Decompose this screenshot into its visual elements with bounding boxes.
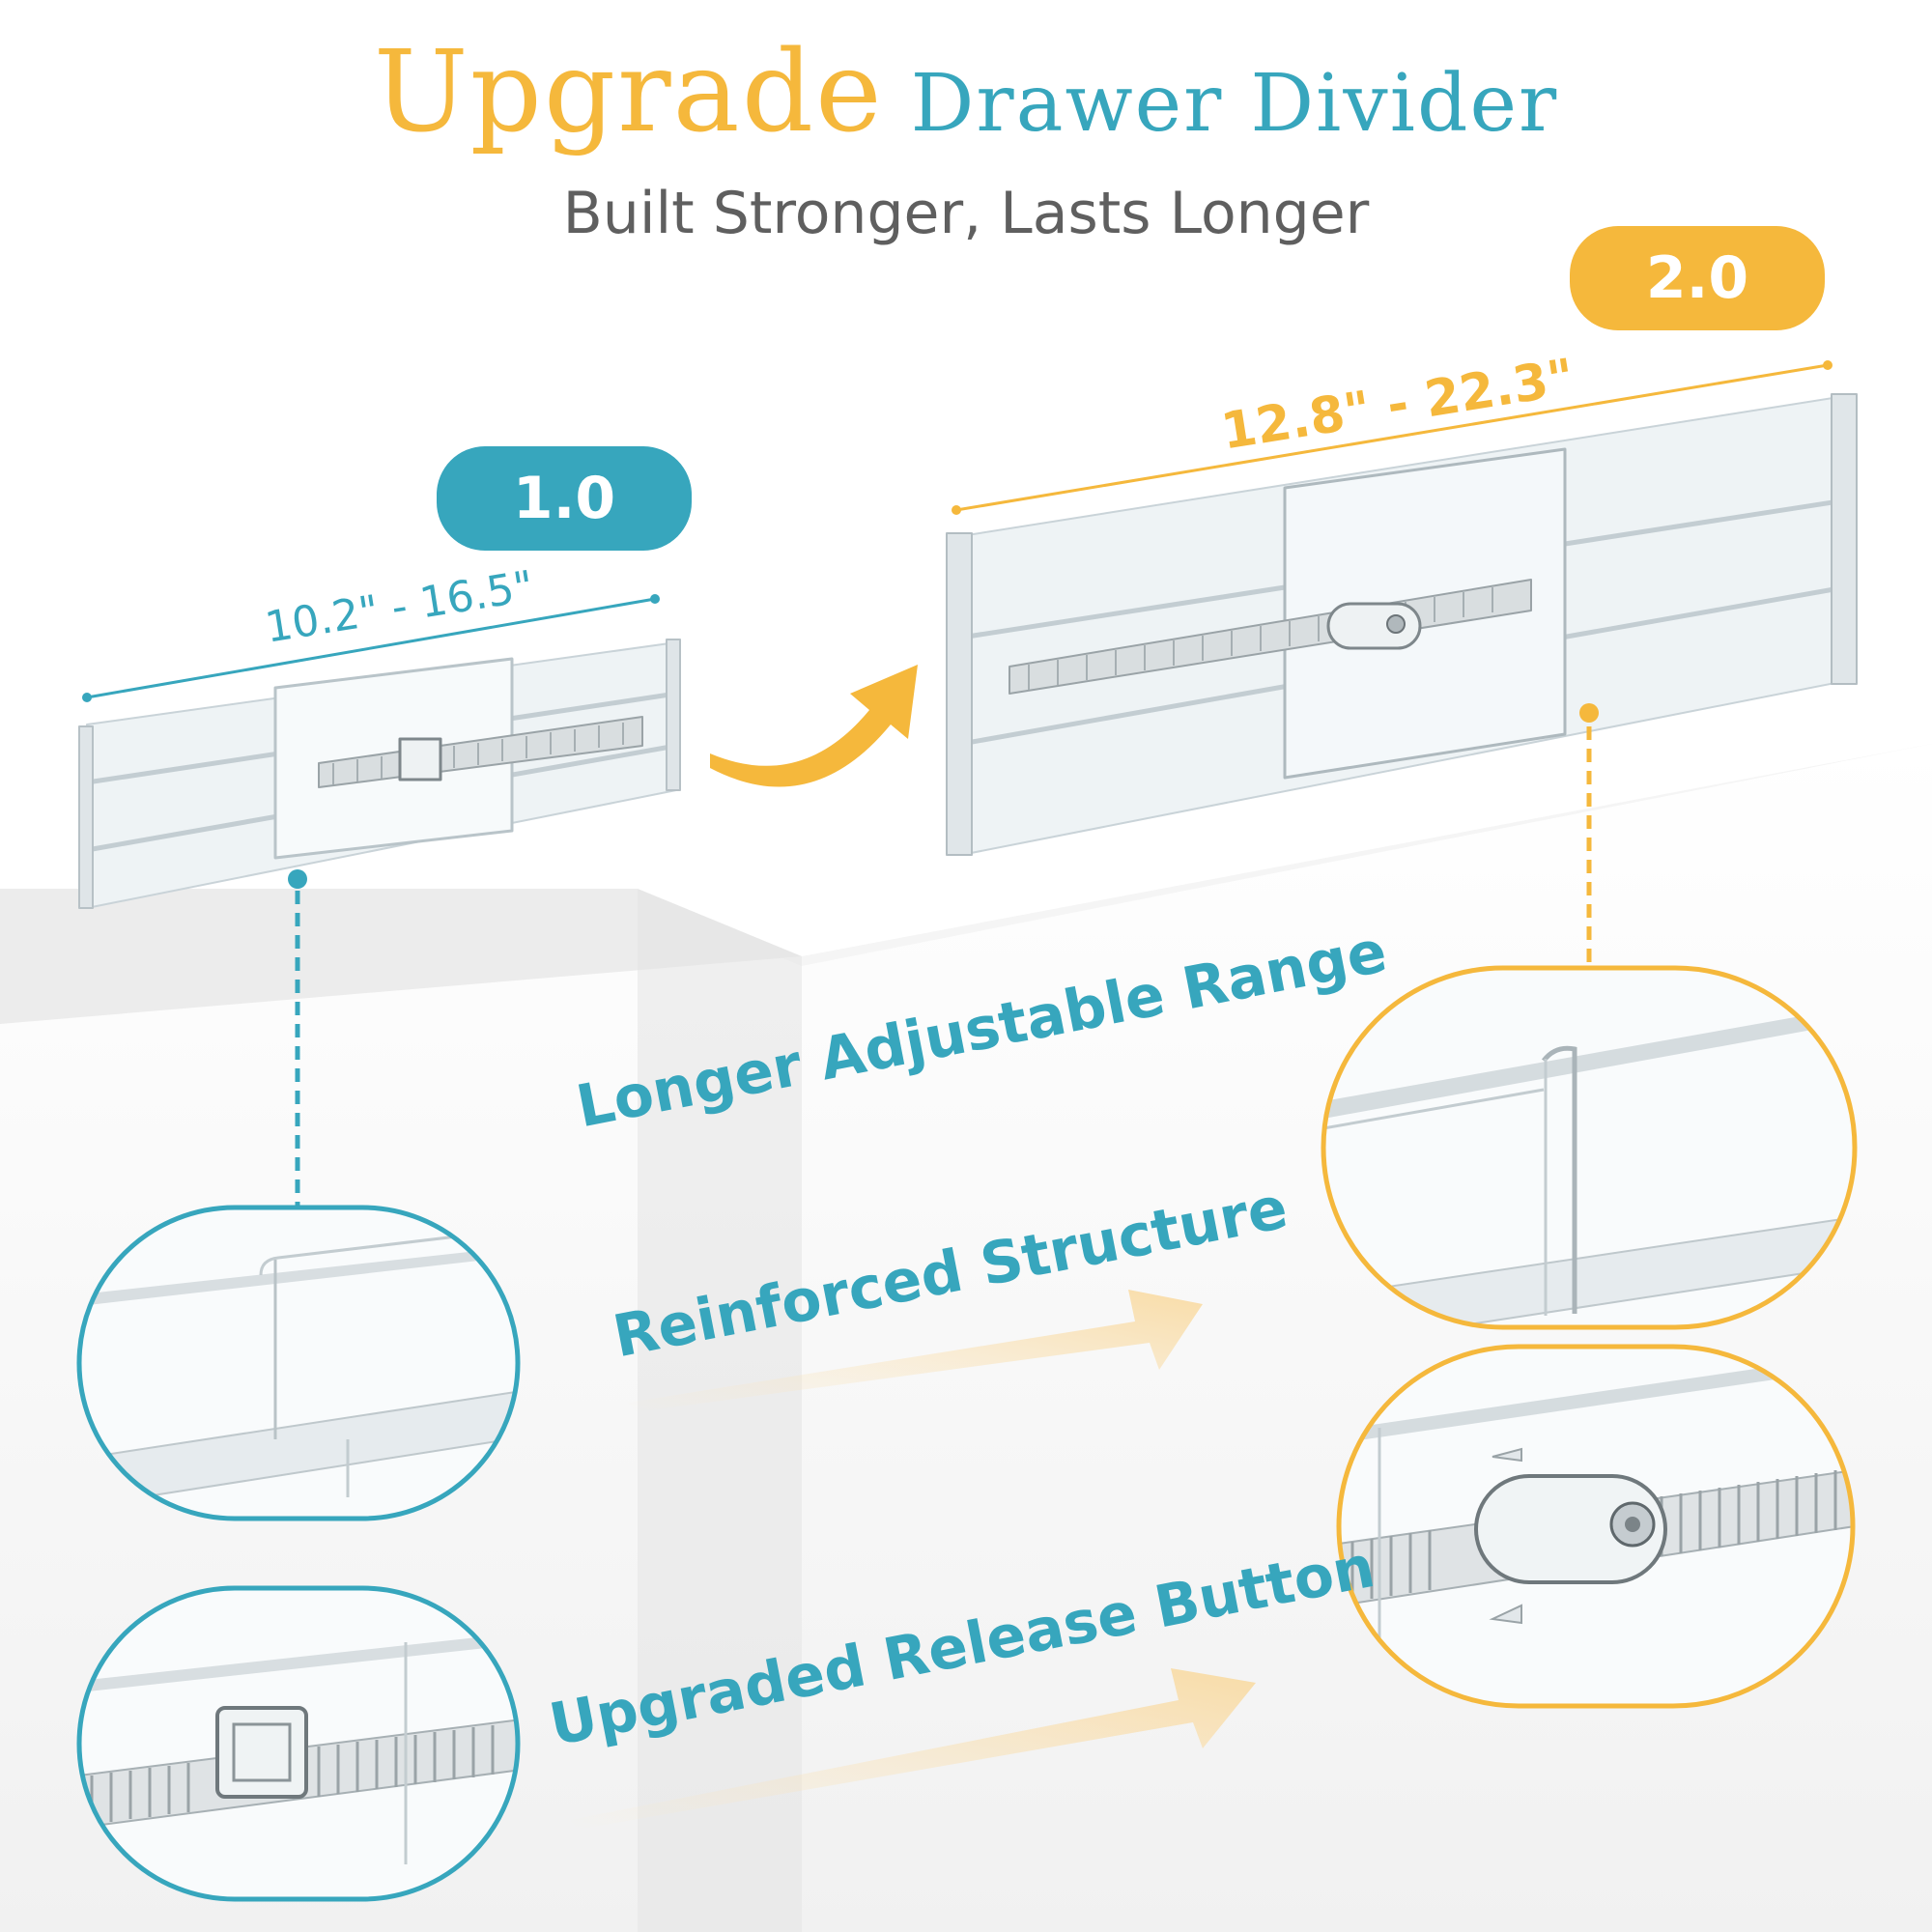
title-drawer-divider: Drawer Divider [910,58,1559,150]
detail-v2-button [1336,1344,1856,1709]
badge-v2: 2.0 [1570,226,1825,330]
detail-v1-structure [76,1205,521,1521]
divider-v1-image [78,639,681,909]
straight-arrow-icon [628,1290,1203,1412]
title-upgrade: Upgrade [373,27,884,157]
badge-v1: 1.0 [437,446,692,551]
headline: Upgrade Drawer Divider [0,27,1932,157]
detail-v2-structure [1321,965,1858,1330]
divider-v2-image [946,393,1858,856]
curved-arrow-icon [710,665,918,787]
straight-arrow-icon [570,1668,1256,1830]
subtitle: Built Stronger, Lasts Longer [562,180,1370,247]
detail-v1-button [76,1585,521,1902]
